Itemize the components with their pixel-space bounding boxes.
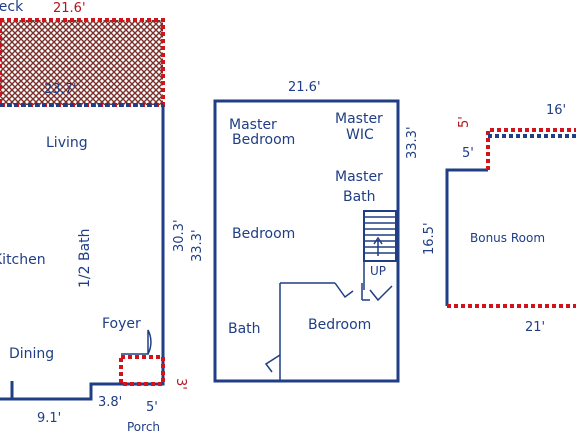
main-floor-outline (0, 105, 165, 401)
deck-area (0, 20, 163, 105)
porch-outline (119, 355, 165, 386)
dim-bonus-top: 16' (546, 103, 566, 118)
dim-main-height-b: 33.3' (190, 229, 205, 262)
stair-arrow (373, 236, 383, 256)
dim-porch-width: 5' (146, 400, 158, 415)
dim-bonus-notch-v: 5' (462, 146, 474, 161)
room-label-master-wic-2: WIC (346, 127, 374, 143)
dim-upper-height: 33.3' (405, 126, 420, 159)
master-bath-door-swing (369, 285, 393, 302)
stairs-up-label: UP (370, 264, 386, 278)
upper-floor-outline (213, 99, 400, 383)
dim-bonus-bottom: 21' (525, 320, 545, 335)
dim-bonus-height: 16.5' (422, 222, 437, 255)
room-label-master-bedroom-2: Bedroom (232, 132, 295, 148)
dim-upper-width: 21.6' (288, 80, 321, 95)
bedroom-door-swing (334, 282, 354, 299)
room-label-master-bath-2: Bath (343, 189, 376, 205)
room-label-dining: Dining (9, 346, 54, 362)
room-label-bonus-room: Bonus Room (470, 231, 545, 245)
dim-bonus-notch-h: 5' (457, 116, 472, 128)
bonus-room-outline (445, 168, 488, 306)
bath-door-swing (264, 354, 281, 373)
dim-bottom-left: 9.1' (37, 411, 61, 426)
room-label-half-bath: 1/2 Bath (77, 228, 93, 288)
deck-outline (0, 18, 165, 107)
room-label-bath: Bath (228, 321, 261, 337)
room-label-kitchen: Kitchen (0, 252, 46, 268)
room-label-foyer: Foyer (102, 316, 141, 332)
foyer-door-swing (121, 329, 152, 355)
room-label-porch: Porch (127, 420, 160, 432)
stairs (363, 210, 397, 262)
room-label-deck: Deck (0, 0, 24, 15)
dim-bottom-mid: 3.8' (98, 395, 122, 410)
room-label-master-bedroom-1: Master (229, 117, 277, 133)
bonus-top-dashed (486, 128, 576, 170)
room-label-living: Living (46, 135, 88, 151)
room-label-bedroom-1: Bedroom (232, 226, 295, 242)
dim-porch-depth: 3' (173, 378, 188, 390)
room-label-master-bath-1: Master (335, 169, 383, 185)
dim-deck-width: 21.6' (53, 1, 86, 16)
interior-walls (279, 282, 370, 381)
dim-main-height-a: 30.3' (172, 219, 187, 252)
stair-treads (364, 216, 396, 254)
room-label-master-wic-1: Master (335, 111, 383, 127)
room-label-bedroom-2: Bedroom (308, 317, 371, 333)
dim-deck-inner: 23.7' (44, 82, 77, 97)
